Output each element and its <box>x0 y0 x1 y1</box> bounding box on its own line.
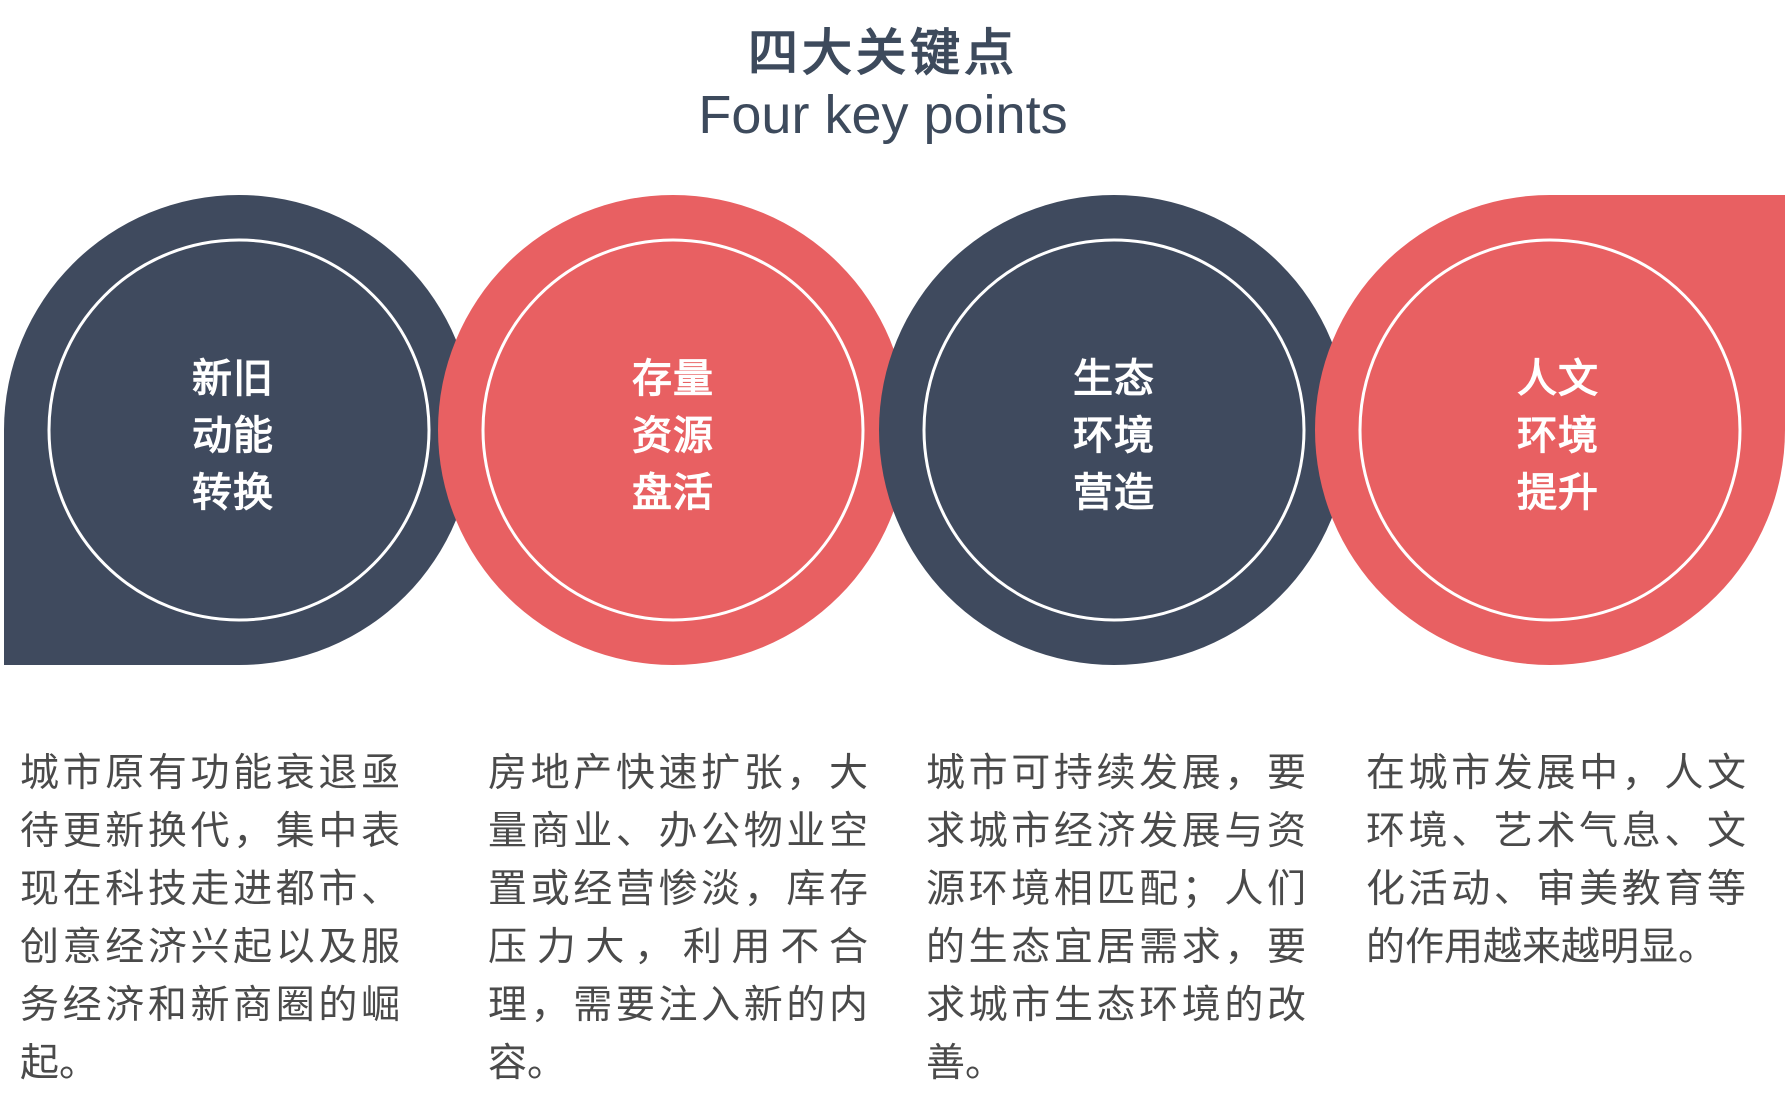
ring-point-2 <box>481 238 865 622</box>
point-1-label-line-1: 新旧 <box>192 356 274 402</box>
point-2-label-line-2: 资源 <box>632 413 714 459</box>
point-1-label: 新旧 动能 转换 <box>123 351 343 522</box>
title-english: Four key points <box>698 85 1068 145</box>
point-2-label: 存量 资源 盘活 <box>563 351 783 522</box>
point-3-description: 城市可持续发展，要求城市经济发展与资源环境相匹配；人们的生态宜居需求，要求城市生… <box>926 751 1306 1086</box>
ring-point-4 <box>1358 238 1742 622</box>
point-2-label-line-1: 存量 <box>632 356 714 402</box>
shape-point-1 <box>4 195 474 665</box>
point-2-label-line-3: 盘活 <box>632 470 714 516</box>
title-block: 四大关键点 Four key points <box>0 22 1766 146</box>
point-4-label-line-3: 提升 <box>1517 470 1599 516</box>
ring-point-1 <box>47 238 431 622</box>
point-2-description: 房地产快速扩张，大量商业、办公物业空置或经营惨淡，库存压力大，利用不合理，需要注… <box>488 751 868 1086</box>
point-3-label-line-3: 营造 <box>1073 470 1155 516</box>
point-1-label-line-2: 动能 <box>192 413 274 459</box>
point-1-label-line-3: 转换 <box>192 470 274 516</box>
shape-point-2 <box>438 195 908 665</box>
shape-point-3 <box>879 195 1349 665</box>
point-3-label-line-1: 生态 <box>1073 356 1155 402</box>
point-3-label-line-2: 环境 <box>1073 413 1155 459</box>
point-3-label: 生态 环境 营造 <box>1004 351 1224 522</box>
ring-point-3 <box>922 238 1306 622</box>
point-4-label: 人文 环境 提升 <box>1448 351 1668 522</box>
shape-point-4 <box>1315 195 1785 665</box>
point-4-description: 在城市发展中，人文环境、艺术气息、文化活动、审美教育等的作用越来越明显。 <box>1366 751 1746 970</box>
point-4-label-line-1: 人文 <box>1517 356 1599 402</box>
title-chinese: 四大关键点 <box>748 23 1018 82</box>
point-4-label-line-2: 环境 <box>1517 413 1599 459</box>
point-1-description: 城市原有功能衰退亟待更新换代，集中表现在科技走进都市、创意经济兴起以及服务经济和… <box>20 751 400 1086</box>
